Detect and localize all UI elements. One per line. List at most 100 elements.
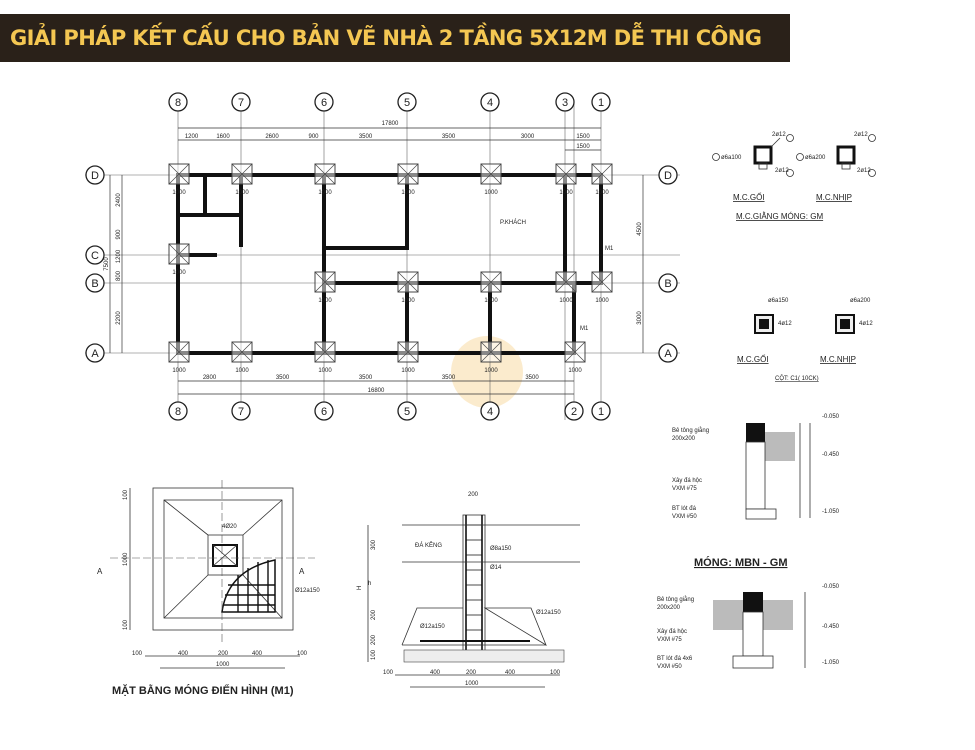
drawing-label: A bbox=[97, 567, 103, 576]
grid-label: 8 bbox=[175, 406, 181, 418]
dimension-label: 3500 bbox=[359, 134, 373, 140]
section-title: M.C.GỐI bbox=[733, 192, 765, 202]
grid-label: 3 bbox=[562, 97, 568, 109]
footing-section: 200 ĐÁ KÊNG Ø8a150 Ø14 Ø12a150 Ø12a150 3… bbox=[357, 492, 580, 688]
dimension-label: 1000 bbox=[235, 368, 249, 374]
grid-bubble bbox=[231, 401, 251, 421]
grid-label: 6 bbox=[321, 97, 327, 109]
drawing-label: -0.050 bbox=[822, 414, 840, 420]
footing-cross bbox=[591, 163, 613, 185]
strip-footing-detail-1: Bê tông giằng 200x200 Xây đá hộc VXM #75… bbox=[672, 414, 840, 520]
grid-bubble bbox=[591, 92, 611, 112]
drawing-label: 1000 bbox=[123, 552, 129, 566]
dimension-label: 800 bbox=[116, 270, 122, 281]
dimension-label: 1000 bbox=[484, 298, 498, 304]
beam-section-support: 2ø12 2ø12 ø6a100 M.C.GỐI bbox=[712, 132, 794, 202]
dimension-label: 3500 bbox=[359, 375, 373, 381]
footing-cross bbox=[480, 271, 502, 293]
stirrup-label: ø6a200 bbox=[850, 298, 871, 304]
dimension-label: 1000 bbox=[318, 298, 332, 304]
drawing-label: VXM #75 bbox=[657, 637, 682, 643]
grid-bubble bbox=[555, 92, 575, 112]
dimension-label: 17800 bbox=[382, 121, 399, 127]
drawing-label: A bbox=[299, 567, 305, 576]
drawing-label: 200x200 bbox=[657, 605, 681, 611]
footing-cross bbox=[555, 163, 577, 185]
dimension-label: 3500 bbox=[276, 375, 290, 381]
drawing-label: Ø14 bbox=[490, 565, 502, 571]
grid-bubble bbox=[658, 165, 678, 185]
footing-cross bbox=[168, 243, 190, 265]
drawing-label: H bbox=[357, 586, 363, 590]
footing-cross bbox=[480, 341, 502, 363]
dimension-label: 1000 bbox=[401, 298, 415, 304]
grid-label: 7 bbox=[238, 97, 244, 109]
drawing-label: 100 bbox=[383, 670, 394, 676]
dimension-label: 3500 bbox=[525, 375, 539, 381]
grid-label: 8 bbox=[175, 97, 181, 109]
footing-cross bbox=[231, 341, 253, 363]
grid-label: 2 bbox=[571, 406, 577, 418]
drawing-label: 400 bbox=[430, 670, 441, 676]
grid-bubble bbox=[480, 92, 500, 112]
dimension-label: 4500 bbox=[637, 222, 643, 236]
dimension-label: 1000 bbox=[318, 190, 332, 196]
dimension-label: 2200 bbox=[116, 311, 122, 325]
drawing-label: 200 bbox=[371, 609, 377, 620]
bar-label: 4ø12 bbox=[778, 321, 792, 327]
dimension-label: 1600 bbox=[216, 134, 230, 140]
grid-bubble bbox=[564, 401, 584, 421]
grid-label: 5 bbox=[404, 406, 410, 418]
drawing-label: -0.450 bbox=[822, 624, 840, 630]
column-section-support: ø6a150 4ø12 M.C.GỐI bbox=[737, 298, 792, 364]
drawing-label: 4Ø20 bbox=[222, 524, 237, 530]
strip-footing-title: MÓNG: MBN - GM bbox=[694, 556, 787, 569]
drawing-label: Ø12a150 bbox=[536, 610, 561, 616]
grid-label: D bbox=[664, 170, 672, 182]
grid-label: 5 bbox=[404, 97, 410, 109]
bar-label: 2ø12 bbox=[772, 132, 786, 138]
strip-footing-detail-2: Bê tông giằng 200x200 Xây đá hộc VXM #75… bbox=[657, 584, 840, 670]
dimension-label: 1000 bbox=[235, 190, 249, 196]
footing-cross bbox=[168, 163, 190, 185]
drawing-label: 100 bbox=[371, 649, 377, 660]
dimension-label: 1200 bbox=[185, 134, 199, 140]
drawing-label: 400 bbox=[252, 651, 263, 657]
bar-label: 2ø12 bbox=[854, 132, 868, 138]
section-title: M.C.GỐI bbox=[737, 354, 769, 364]
grid-bubble bbox=[480, 401, 500, 421]
drawing-label: Ø12a150 bbox=[420, 624, 445, 630]
grid-label: 1 bbox=[598, 406, 604, 418]
dimension-label: 1000 bbox=[484, 368, 498, 374]
drawing-label: 1000 bbox=[465, 681, 479, 687]
drawing-label: 300 bbox=[371, 539, 377, 550]
drawing-label: -1.050 bbox=[822, 509, 840, 515]
grid-bubble bbox=[658, 273, 678, 293]
drawing-label: 100 bbox=[123, 489, 129, 500]
dimension-label: 1000 bbox=[172, 270, 186, 276]
drawing-label: VXM #75 bbox=[672, 486, 697, 492]
footing-cross bbox=[480, 163, 502, 185]
drawing-label: ĐÁ KÊNG bbox=[415, 541, 442, 549]
room-label: P.KHÁCH bbox=[500, 219, 526, 226]
grid-bubble bbox=[658, 343, 678, 363]
dimension-label: 900 bbox=[308, 134, 319, 140]
grid-bubble bbox=[314, 401, 334, 421]
grid-label: B bbox=[91, 278, 98, 290]
footing-cross bbox=[397, 163, 419, 185]
stirrup-label: ø6a200 bbox=[805, 155, 826, 161]
dimension-label: 3000 bbox=[521, 134, 535, 140]
dimension-label: 1000 bbox=[595, 190, 609, 196]
grid-label: D bbox=[91, 170, 99, 182]
dimension-label: 16800 bbox=[368, 388, 385, 394]
grid-bubble bbox=[397, 92, 417, 112]
dimension-label: 1200 bbox=[116, 249, 122, 263]
column-section-title: CỘT: C1( 10CK) bbox=[775, 375, 819, 382]
door-label: M1 bbox=[605, 246, 614, 252]
dimension-label: 7500 bbox=[104, 257, 110, 271]
dimension-label: 3000 bbox=[637, 311, 643, 325]
dimension-label: 1000 bbox=[318, 368, 332, 374]
section-title: M.C.NHỊP bbox=[820, 355, 856, 364]
drawing-label: VXM #50 bbox=[672, 514, 697, 520]
